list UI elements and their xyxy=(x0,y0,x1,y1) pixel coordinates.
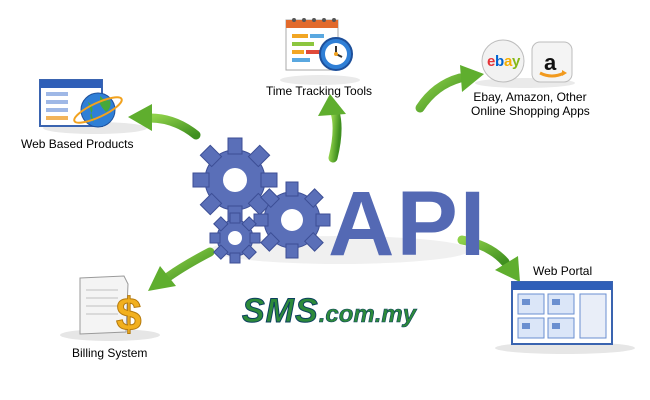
ebay-letter-y: y xyxy=(512,53,521,70)
label-online-shopping: Ebay, Amazon, Other Online Shopping Apps xyxy=(471,90,590,118)
sms-logo-brand: SMS xyxy=(242,292,319,331)
label-billing-system: Billing System xyxy=(72,346,148,360)
amazon-letter: a xyxy=(544,50,557,75)
ebay-icon: e b a y xyxy=(481,39,525,83)
label-time-tracking-tools: Time Tracking Tools xyxy=(266,84,373,98)
label-online-shopping-line1: Ebay, Amazon, Other xyxy=(473,90,587,104)
web-portal-icon xyxy=(511,281,613,345)
small-gear-icon xyxy=(209,212,261,264)
arrow-web-portal xyxy=(457,235,520,282)
arrow-online-shopping xyxy=(415,65,484,113)
notepad-clock-icon xyxy=(285,18,353,71)
arrow-web-based-products xyxy=(128,104,201,140)
label-web-based-products: Web Based Products xyxy=(21,137,134,151)
ebay-letter-e: e xyxy=(487,53,495,70)
svg-text:$: $ xyxy=(116,288,142,340)
medium-gear-icon xyxy=(253,181,331,259)
sms-logo-suffix: .com.my xyxy=(318,301,417,329)
api-title: API xyxy=(328,173,488,275)
sms-logo: SMS.com.my xyxy=(242,292,417,331)
ebay-letter-b: b xyxy=(495,53,504,70)
ebay-letter-a: a xyxy=(504,53,513,70)
gears-graphic xyxy=(192,137,331,264)
large-gear-icon xyxy=(192,137,278,223)
arrow-time-tracking xyxy=(318,94,346,163)
label-web-portal: Web Portal xyxy=(533,264,593,278)
billing-dollar-icon: $ xyxy=(79,275,142,340)
amazon-icon: a xyxy=(531,41,573,83)
browser-globe-icon xyxy=(39,79,123,128)
label-online-shopping-line2: Online Shopping Apps xyxy=(471,104,590,118)
arrow-billing-system xyxy=(148,247,215,291)
